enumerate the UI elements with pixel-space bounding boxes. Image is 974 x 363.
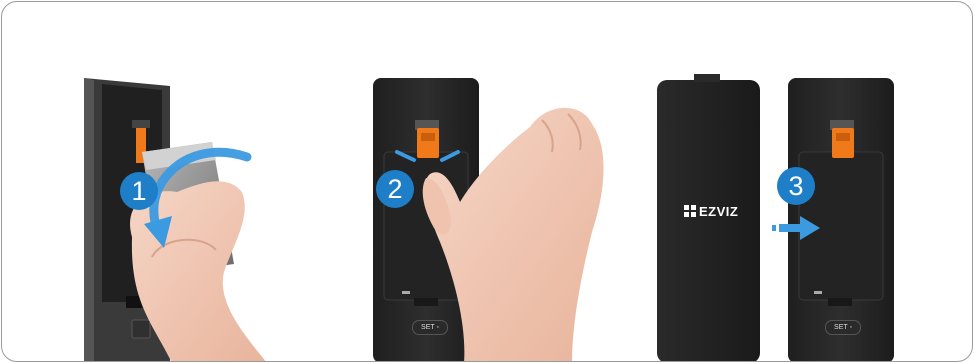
latch-2 (417, 128, 439, 158)
set-button-panel-3: SET ◦ (825, 320, 861, 335)
slide-arrow (772, 225, 776, 231)
removed-cover (657, 80, 760, 362)
brand-label: EZVIZ (699, 204, 738, 219)
step-2-badge: 2 (376, 170, 414, 208)
panel-step-2 (373, 78, 604, 362)
step-1-badge: 1 (120, 172, 158, 210)
step-3-badge: 3 (777, 167, 815, 205)
panel-step-3 (657, 74, 894, 362)
panel-step-1 (84, 78, 267, 362)
latch-3 (832, 128, 854, 158)
set-button-panel-2: SET ◦ (412, 320, 448, 335)
